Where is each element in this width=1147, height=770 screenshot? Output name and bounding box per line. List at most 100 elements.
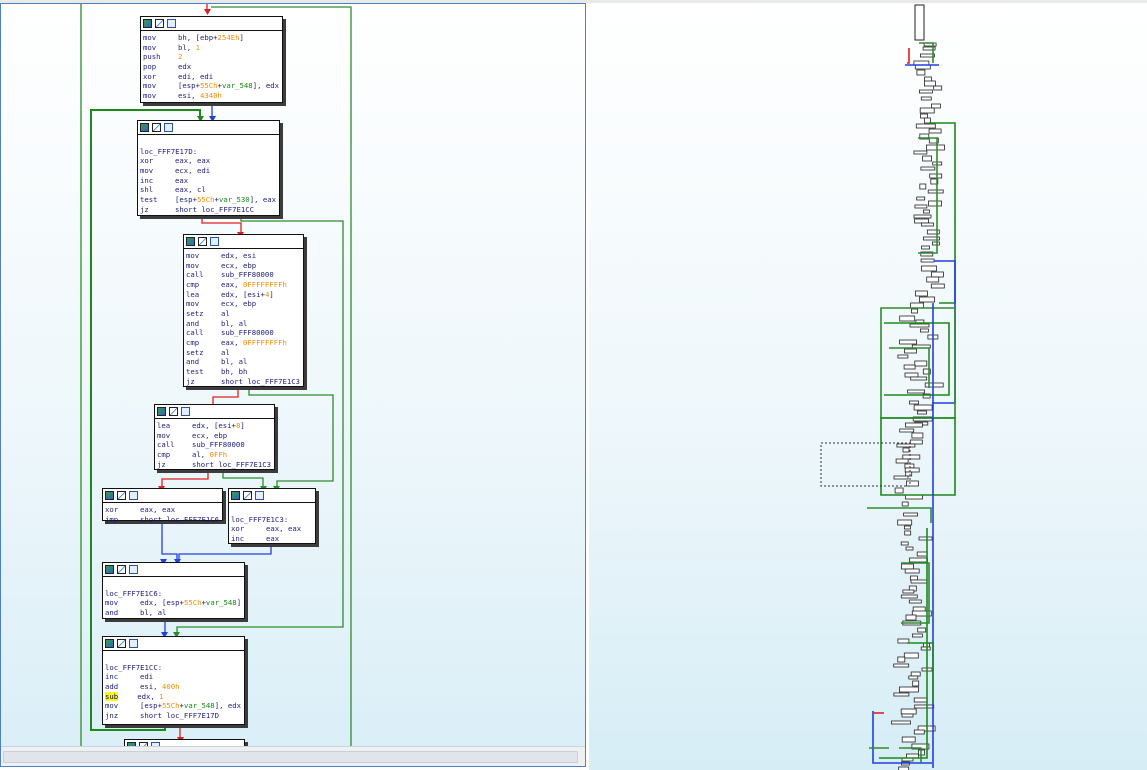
color-picker-icon[interactable] — [105, 491, 114, 500]
mnemonic: and — [186, 357, 200, 367]
code-label[interactable]: loc_FFF7E1C6: — [105, 588, 163, 598]
graph-view-icon[interactable] — [129, 565, 138, 574]
block-header-toolbar — [229, 489, 315, 503]
code-label[interactable]: loc_FFF7E1CC: — [105, 662, 163, 672]
mnemonic: jz — [140, 204, 149, 214]
overview-node — [922, 393, 931, 399]
operand: var_548 — [205, 598, 237, 608]
edit-node-icon[interactable] — [117, 491, 126, 500]
color-picker-icon[interactable] — [157, 407, 166, 416]
graph-view-icon[interactable] — [167, 19, 176, 28]
graph-view-icon[interactable] — [181, 407, 190, 416]
graph-view-icon[interactable] — [129, 639, 138, 648]
instruction-line[interactable]: test[esp+55Ch+var_530], eax — [140, 195, 277, 205]
color-picker-icon[interactable] — [186, 237, 195, 246]
color-picker-icon[interactable] — [231, 491, 240, 500]
overview-node — [913, 697, 928, 703]
mnemonic: mov — [186, 299, 200, 309]
horizontal-scrollbar[interactable] — [1, 746, 585, 766]
edit-node-icon[interactable] — [117, 639, 126, 648]
operand: esi, — [140, 681, 162, 691]
graph-view-icon[interactable] — [210, 237, 219, 246]
mnemonic: cmp — [186, 279, 200, 289]
edit-node-icon[interactable] — [155, 19, 164, 28]
edit-node-icon[interactable] — [117, 565, 126, 574]
overview-node — [909, 557, 928, 563]
scrollbar-thumb[interactable] — [3, 751, 578, 763]
graph-view-icon[interactable] — [164, 123, 173, 132]
code-label[interactable]: loc_FFF7E17D: — [140, 146, 198, 156]
operand: 55Ch — [199, 81, 218, 91]
instruction-line[interactable]: mov[esp+55Ch+var_548], edx — [143, 81, 280, 91]
edit-node-icon[interactable] — [169, 407, 178, 416]
graph-overview-pane[interactable] — [589, 3, 1147, 770]
overview-node — [893, 692, 910, 697]
edit-node-icon[interactable] — [243, 491, 252, 500]
color-picker-icon[interactable] — [105, 639, 114, 648]
color-picker-icon[interactable] — [143, 19, 152, 28]
overview-node — [928, 128, 942, 134]
mnemonic: cmp — [186, 337, 200, 347]
color-picker-icon[interactable] — [105, 565, 114, 574]
overview-node — [903, 525, 911, 530]
operand: edx, esi — [221, 251, 257, 260]
instruction-line[interactable]: mov[esp+55Ch+var_548], edx — [105, 701, 242, 711]
edit-node-icon[interactable] — [198, 237, 207, 246]
mnemonic: jz — [186, 376, 195, 386]
edit-node-icon[interactable] — [152, 123, 161, 132]
code-label[interactable]: loc_FFF7E1C3: — [231, 514, 289, 524]
graph-view-icon[interactable] — [255, 491, 264, 500]
color-picker-icon[interactable] — [140, 123, 149, 132]
graph-view-icon[interactable] — [129, 491, 138, 500]
